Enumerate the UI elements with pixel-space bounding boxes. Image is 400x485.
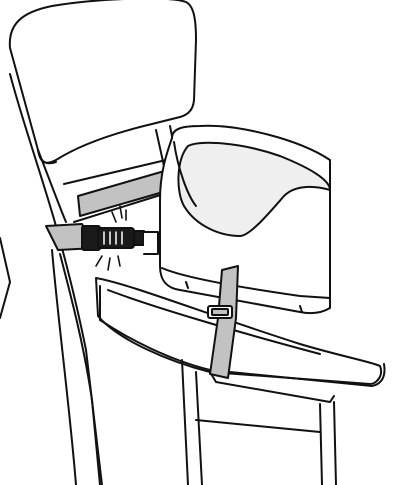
chair-left-post-inner bbox=[37, 149, 67, 223]
chair-seat-front-edge bbox=[99, 285, 386, 387]
booster-seat-base-line bbox=[161, 267, 331, 299]
chair-rail-top bbox=[63, 159, 167, 185]
chair-under-rail bbox=[195, 419, 321, 433]
chair-left-leg bbox=[51, 249, 77, 485]
chair-seat-edge-lip bbox=[107, 289, 321, 355]
chair-apron bbox=[209, 371, 335, 403]
click-burst-icon bbox=[95, 205, 127, 271]
chair-backrest bbox=[8, 0, 197, 164]
chair-front-leg-right bbox=[319, 401, 337, 485]
booster-seat-inner-curve bbox=[177, 141, 331, 237]
chair-front-leg-left bbox=[181, 359, 203, 485]
chair-left-post-lower bbox=[59, 253, 101, 485]
left-edge-object bbox=[0, 237, 11, 319]
chair-rail-bottom bbox=[73, 191, 171, 223]
slider-icon[interactable] bbox=[207, 305, 233, 319]
booster-seat-feet bbox=[185, 281, 303, 313]
booster-seat-rim bbox=[173, 141, 197, 207]
buckle-icon[interactable] bbox=[81, 225, 159, 255]
